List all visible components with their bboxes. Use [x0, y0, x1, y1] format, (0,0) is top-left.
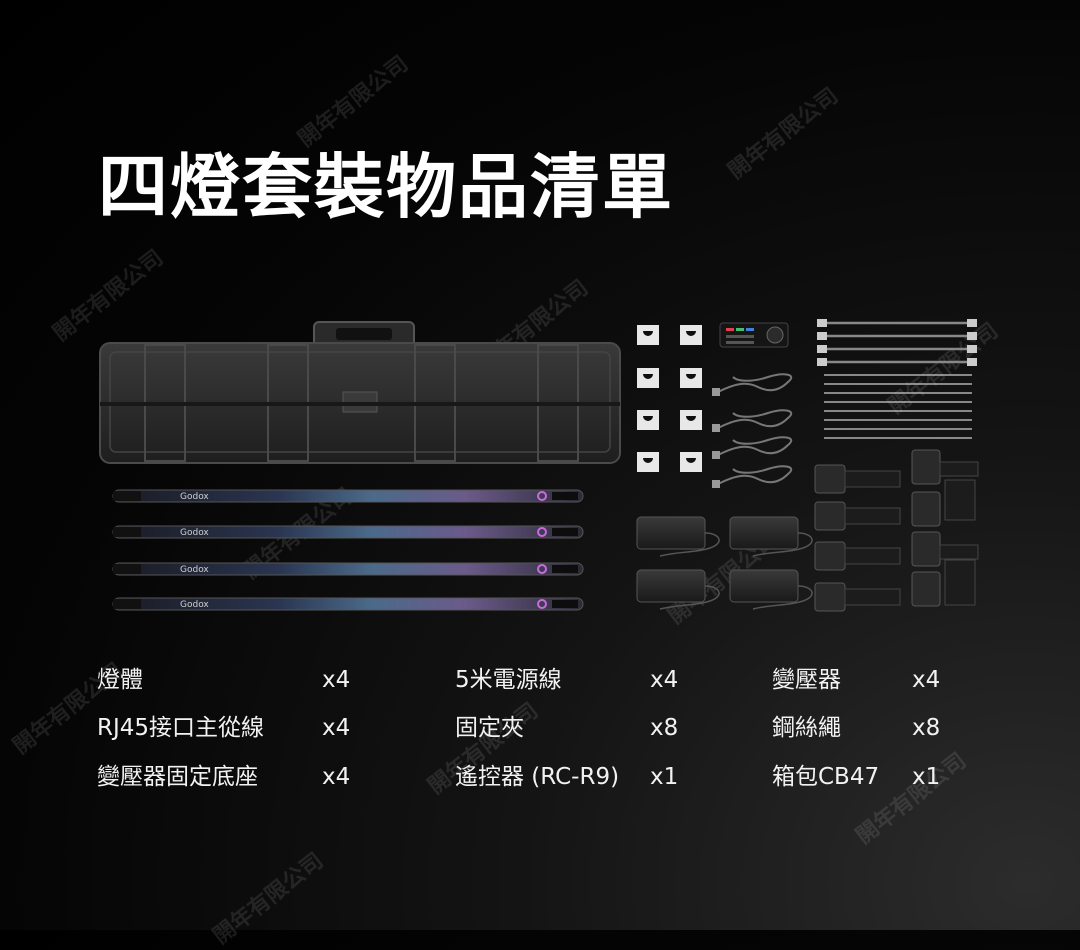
- item-qty: x1: [650, 764, 679, 790]
- item-name: 遙控器 (RC-R9): [455, 764, 620, 790]
- contents-list: 燈體 x4 RJ45接口主從線 x4 變壓器固定底座 x4 5米電源線 x4 固…: [97, 667, 941, 790]
- item-name: RJ45接口主從線: [97, 715, 265, 741]
- item-name: 變壓器固定底座: [97, 764, 258, 790]
- item-name: 箱包CB47: [772, 764, 880, 790]
- item-qty: x8: [650, 715, 679, 741]
- item-qty: x4: [322, 667, 351, 693]
- wire-ropes-image: [824, 374, 972, 439]
- adapters-image: [636, 516, 813, 610]
- tube-brand-text: Godox: [180, 528, 209, 538]
- item-qty: x4: [650, 667, 679, 693]
- adapter-bases-image: [814, 449, 979, 612]
- carrying-case-image: [99, 321, 621, 464]
- item-qty: x4: [322, 764, 351, 790]
- remote-control-image: [719, 322, 789, 348]
- item-qty: x8: [912, 715, 941, 741]
- item-name: 變壓器: [772, 667, 841, 693]
- light-tubes-image: [112, 489, 584, 611]
- item-name: 5米電源線: [455, 667, 562, 693]
- item-name: 鋼絲繩: [772, 715, 841, 741]
- page-title: 四燈套裝物品清單: [98, 146, 674, 228]
- product-illustration: Godox Godox Godox Godox: [99, 319, 979, 612]
- item-qty: x4: [912, 667, 941, 693]
- clips-image: [637, 325, 702, 472]
- item-name: 固定夾: [455, 715, 524, 741]
- item-name: 燈體: [97, 667, 143, 693]
- item-qty: x4: [322, 715, 351, 741]
- tube-brand-text: Godox: [180, 492, 209, 502]
- tube-brand-text: Godox: [180, 565, 209, 575]
- rj45-cables-image: [817, 319, 977, 366]
- power-cords-image: [712, 373, 793, 488]
- tube-brand-text: Godox: [180, 600, 209, 610]
- item-qty: x1: [912, 764, 941, 790]
